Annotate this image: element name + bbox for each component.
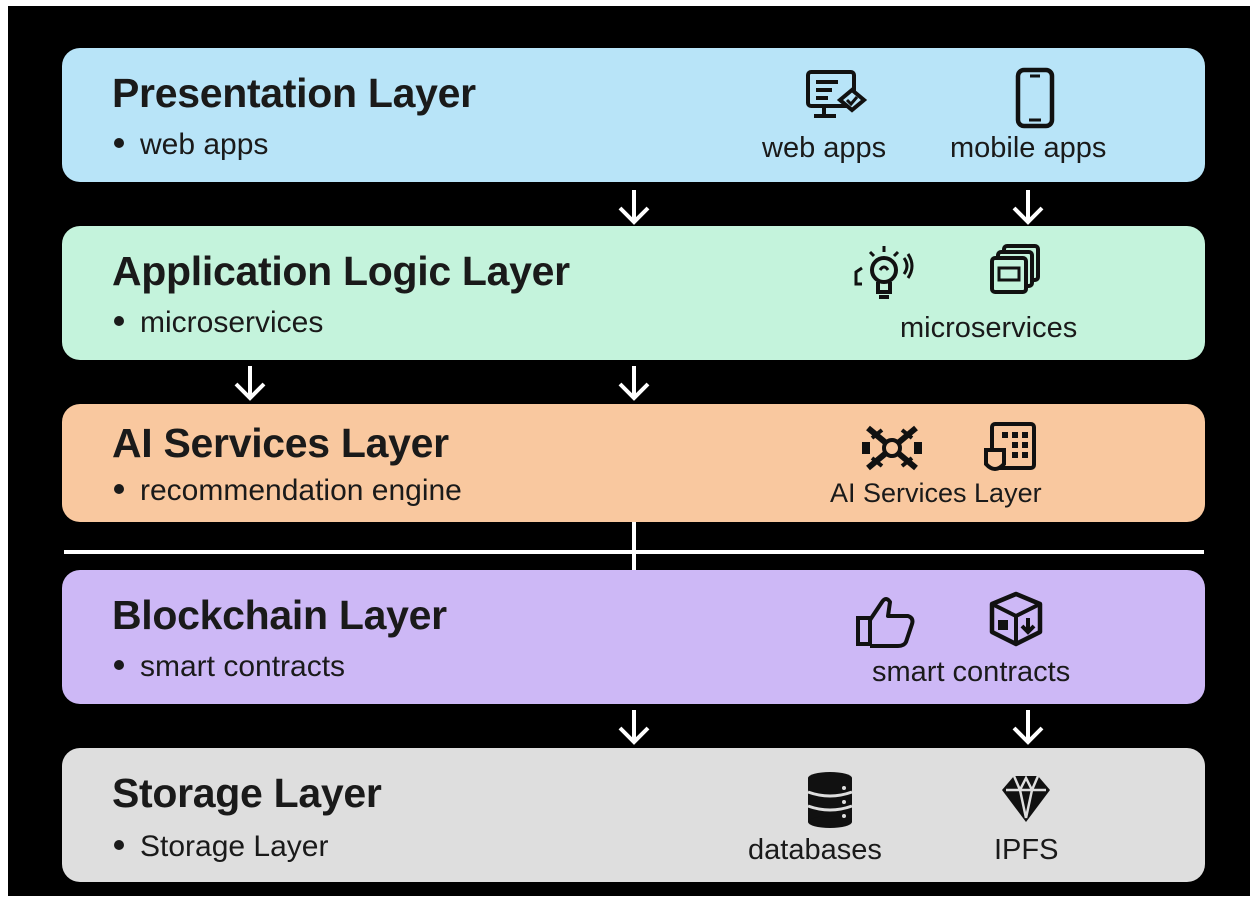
grid-board-icon (978, 420, 1046, 480)
arrow-down-icon (614, 708, 654, 748)
connector-line (632, 522, 636, 570)
ai-services-layer-bullet: recommendation engine (114, 474, 462, 508)
presentation-caption-mobile-apps: mobile apps (950, 132, 1107, 164)
ai-services-layer-box: AI Services Layer recommendation engine (62, 404, 1205, 522)
presentation-layer-bullet: web apps (114, 128, 268, 162)
database-icon (796, 770, 864, 830)
presentation-caption-web-apps: web apps (762, 132, 887, 164)
bullet-dot (114, 316, 124, 327)
mobile-phone-icon (1002, 67, 1070, 129)
arrow-down-icon (1008, 708, 1048, 748)
ai-services-layer-title: AI Services Layer (112, 420, 449, 466)
storage-caption-ipfs: IPFS (994, 834, 1059, 866)
storage-layer-box: Storage Layer Storage Layer databases IP… (62, 748, 1205, 882)
presentation-layer-box: Presentation Layer web apps web a (62, 48, 1205, 182)
storage-layer-title: Storage Layer (112, 770, 382, 816)
storage-layer-bullet: Storage Layer (114, 830, 328, 864)
storage-layer-bullet-text: Storage Layer (140, 830, 329, 863)
stacked-windows-icon (982, 244, 1050, 304)
blockchain-caption-smart-contracts: smart contracts (872, 656, 1071, 688)
arrow-down-icon (614, 364, 654, 404)
arrow-down-icon (230, 364, 270, 404)
arrow-down-icon (1008, 188, 1048, 228)
lightbulb-signal-icon (850, 244, 918, 304)
ai-services-layer-bullet-text: recommendation engine (140, 474, 462, 507)
arrow-down-icon (614, 188, 654, 228)
circuit-network-icon (858, 420, 926, 480)
application-logic-layer-bullet-text: microservices (140, 306, 324, 339)
application-logic-layer-box: Application Logic Layer microservices (62, 226, 1205, 360)
application-logic-layer-title: Application Logic Layer (112, 248, 570, 294)
bullet-dot (114, 138, 124, 149)
presentation-layer-title: Presentation Layer (112, 70, 476, 116)
application-caption-microservices: microservices (900, 312, 1078, 344)
blockchain-layer-bullet: smart contracts (114, 650, 345, 684)
web-app-monitor-icon (802, 68, 870, 128)
bullet-dot (114, 660, 124, 671)
storage-caption-databases: databases (748, 834, 882, 866)
application-logic-layer-bullet: microservices (114, 306, 323, 340)
thumbs-up-icon (852, 592, 920, 652)
blockchain-layer-box: Blockchain Layer smart contracts smart c… (62, 570, 1205, 704)
blockchain-layer-title: Blockchain Layer (112, 592, 447, 638)
architecture-diagram: Presentation Layer web apps web a (8, 6, 1250, 896)
blockchain-layer-bullet-text: smart contracts (140, 650, 346, 683)
ai-caption-ai-services-layer: AI Services Layer (830, 478, 1042, 508)
presentation-layer-bullet-text: web apps (140, 128, 269, 161)
diamond-icon (992, 770, 1060, 830)
cube-download-icon (982, 590, 1050, 650)
bullet-dot (114, 840, 124, 851)
bullet-dot (114, 484, 124, 495)
